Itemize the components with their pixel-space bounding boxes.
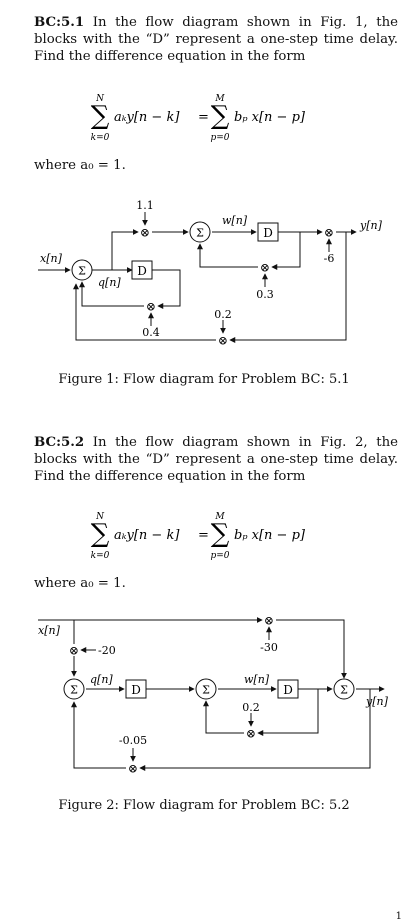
multiplier-node: ⊗ — [69, 644, 79, 658]
q-label: q[n] — [98, 276, 121, 289]
output-label: y[n] — [365, 695, 389, 708]
sum-upper: N — [95, 512, 105, 522]
q-label: q[n] — [90, 673, 113, 686]
sum-lower: p=0 — [210, 133, 229, 143]
edge-tap-mult02 — [257, 689, 319, 736]
problem1-id: BC:5.1 — [34, 15, 85, 30]
problem2-text: In the flow diagram shown in Fig. 2, the… — [34, 435, 399, 484]
figure1-caption: Figure 1: Flow diagram for Problem BC: 5… — [58, 372, 350, 387]
gain-label: -0.05 — [119, 734, 147, 747]
problem2-id: BC:5.2 — [34, 435, 85, 450]
edge-delay1-mult04 — [152, 269, 181, 309]
equals-sign: = — [198, 528, 209, 543]
sum-symbol: Σ — [340, 684, 348, 697]
sum-node-2 — [189, 221, 211, 243]
gain-label: -6 — [324, 252, 335, 265]
delay-block-1 — [131, 260, 153, 280]
edge-output-mult005 — [139, 689, 371, 771]
problem2-statement: BC:5.2 In the flow diagram shown in Fig.… — [34, 434, 398, 485]
problem2-where: where a₀ = 1. — [34, 576, 126, 591]
multiplier-node: ⊗ — [128, 762, 138, 776]
edge-q-mult11 — [111, 229, 139, 270]
edge-tap-mult03 — [271, 232, 301, 270]
gain-label: -20 — [98, 644, 116, 657]
w-label: w[n] — [222, 214, 248, 227]
problem1-where: where a₀ = 1. — [34, 158, 126, 173]
problem2-equation: N ∑ k=0 aₖy[n − k] = M ∑ p=0 bₚ x[n − p] — [91, 512, 306, 561]
edge-mult005-sum1 — [71, 701, 126, 769]
delay-label: D — [283, 683, 293, 697]
sum-symbol: Σ — [78, 265, 86, 278]
gain-label: 0.3 — [256, 288, 274, 301]
problem1-text: In the flow diagram shown in Fig. 1, the… — [34, 15, 399, 64]
multiplier-node: ⊗ — [218, 334, 228, 348]
sum-sign: ∑ — [91, 519, 110, 549]
delay-block-2 — [257, 222, 279, 242]
delay-label: D — [263, 226, 273, 240]
multiplier-node: ⊗ — [246, 727, 256, 741]
sum-upper: N — [95, 94, 105, 104]
sum-sign: ∑ — [211, 101, 230, 131]
edge-mult30-sum3 — [276, 619, 347, 679]
sum-upper: M — [214, 94, 225, 104]
sum-lower: p=0 — [210, 551, 229, 561]
multiplier-node: ⊗ — [264, 614, 274, 628]
delay-block-2 — [277, 679, 299, 699]
sum-lower: k=0 — [91, 133, 110, 143]
page-number: 1 — [395, 911, 402, 922]
lhs-term: aₖy[n − k] — [114, 110, 180, 125]
sum-node-3 — [333, 678, 355, 700]
multiplier-node: ⊗ — [140, 226, 150, 240]
delay-label: D — [137, 264, 147, 278]
sum-node-2 — [195, 678, 217, 700]
sum-node-1 — [63, 678, 85, 700]
rhs-term: bₚ x[n − p] — [234, 528, 306, 543]
edge-output-mult02 — [229, 232, 347, 343]
gain-label: 0.2 — [242, 701, 260, 714]
input-label: x[n] — [38, 624, 61, 637]
output-label: y[n] — [359, 219, 383, 232]
gain-label: -30 — [260, 641, 278, 654]
gain-label: 0.2 — [214, 308, 232, 321]
lhs-term: aₖy[n − k] — [114, 528, 180, 543]
sum-symbol: Σ — [196, 227, 204, 240]
gain-label: 1.1 — [136, 199, 154, 212]
rhs-term: bₚ x[n − p] — [234, 110, 306, 125]
edge-mult02-sum2 — [203, 700, 244, 734]
gain-label: 0.4 — [142, 326, 160, 339]
multiplier-node: ⊗ — [146, 300, 156, 314]
problem1-statement: BC:5.1 In the flow diagram shown in Fig.… — [34, 14, 398, 65]
sum-lower: k=0 — [91, 551, 110, 561]
delay-label: D — [131, 683, 141, 697]
sum-sign: ∑ — [91, 101, 110, 131]
edge-mult03-sum2 — [197, 243, 258, 268]
sum-sign: ∑ — [211, 519, 230, 549]
delay-block-1 — [125, 679, 147, 699]
sum-symbol: Σ — [70, 684, 78, 697]
figure2-caption: Figure 2: Flow diagram for Problem BC: 5… — [58, 798, 350, 813]
w-label: w[n] — [244, 673, 270, 686]
multiplier-node: ⊗ — [324, 226, 334, 240]
equals-sign: = — [198, 110, 209, 125]
sum-upper: M — [214, 512, 225, 522]
edge-mult04-sum1 — [79, 281, 144, 307]
problem1-equation: N ∑ k=0 aₖy[n − k] = M ∑ p=0 bₚ x[n − p] — [91, 94, 306, 143]
input-label: x[n] — [40, 252, 63, 265]
sum-node-1 — [71, 259, 93, 281]
multiplier-node: ⊗ — [260, 261, 270, 275]
edge-mult02-sum1 — [73, 283, 216, 341]
sum-symbol: Σ — [202, 684, 210, 697]
